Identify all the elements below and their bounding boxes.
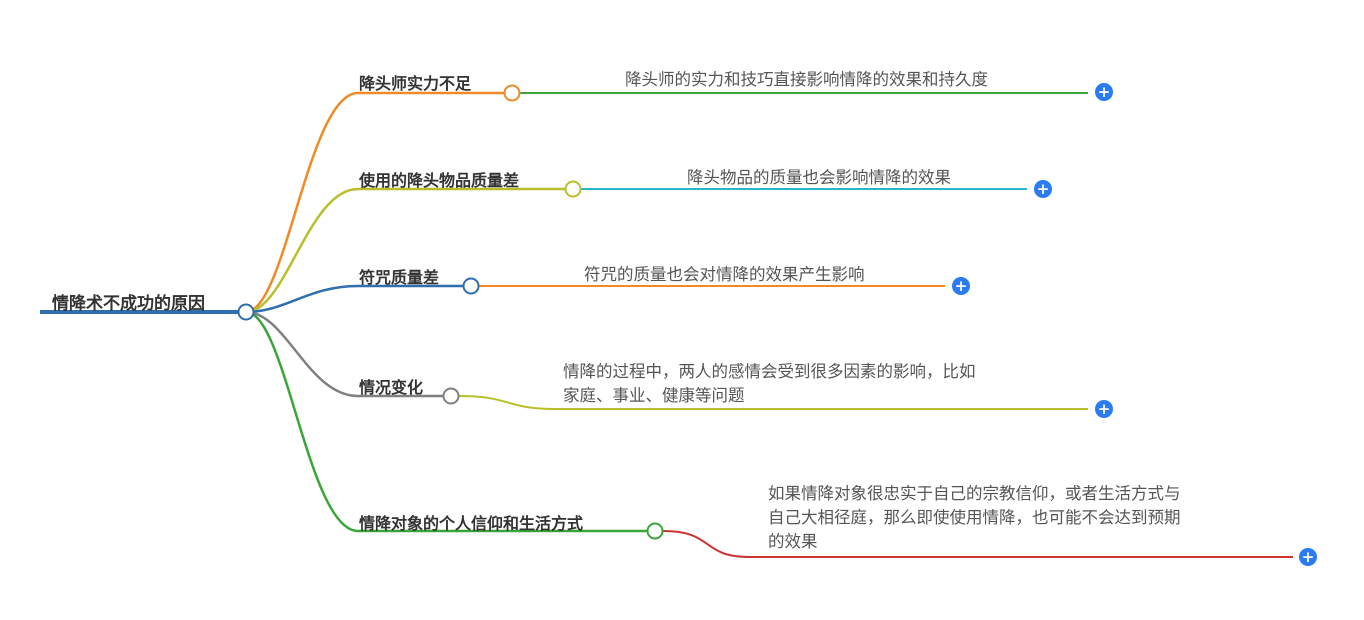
leaf-1-line-1: 降头师的实力和技巧直接影响情降的效果和持久度 — [625, 70, 988, 89]
expand-button-1[interactable]: + — [1095, 83, 1113, 101]
branch-node-1 — [503, 84, 521, 102]
branch-curve-4 — [245, 310, 359, 398]
expand-button-2[interactable]: + — [1034, 180, 1052, 198]
leaf-4-line-2: 家庭、事业、健康等问题 — [563, 386, 745, 405]
leaf-text-1[interactable]: 降头师的实力和技巧直接影响情降的效果和持久度 — [625, 68, 988, 92]
expand-button-5[interactable]: + — [1299, 548, 1317, 566]
branch-label-4[interactable]: 情况变化 — [359, 378, 424, 397]
expand-button-4[interactable]: + — [1095, 400, 1113, 418]
leaf-connector-4 — [458, 395, 1088, 410]
leaf-5-line-2: 自己大相径庭，那么即使使用情降，也可能不会达到预期 — [768, 508, 1181, 527]
branch-node-3 — [462, 277, 480, 295]
branch-label-1[interactable]: 降头师实力不足 — [359, 74, 472, 93]
leaf-text-2[interactable]: 降头物品的质量也会影响情降的效果 — [687, 166, 951, 190]
leaf-3-line-1: 符咒的质量也会对情降的效果产生影响 — [584, 265, 865, 284]
leaf-connector-5 — [662, 530, 1293, 558]
expand-button-3[interactable]: + — [952, 277, 970, 295]
leaf-text-3[interactable]: 符咒的质量也会对情降的效果产生影响 — [584, 263, 865, 287]
branch-curve-5 — [245, 310, 359, 533]
root-node-circle — [237, 303, 255, 321]
branch-node-4 — [442, 387, 460, 405]
branch-label-3[interactable]: 符咒质量差 — [359, 268, 440, 287]
leaf-2-line-1: 降头物品的质量也会影响情降的效果 — [687, 168, 951, 187]
leaf-text-5[interactable]: 如果情降对象很忠实于自己的宗教信仰，或者生活方式与 自己大相径庭，那么即使使用情… — [768, 482, 1181, 554]
branch-label-2[interactable]: 使用的降头物品质量差 — [359, 171, 520, 190]
branch-node-5 — [646, 522, 664, 540]
branch-label-5[interactable]: 情降对象的个人信仰和生活方式 — [359, 514, 584, 533]
branch-curve-2 — [245, 187, 359, 314]
leaf-text-4[interactable]: 情降的过程中，两人的感情会受到很多因素的影响，比如 家庭、事业、健康等问题 — [563, 360, 976, 408]
branch-node-2 — [564, 180, 582, 198]
branch-curve-1 — [245, 91, 359, 314]
leaf-4-line-1: 情降的过程中，两人的感情会受到很多因素的影响，比如 — [563, 362, 976, 381]
leaf-5-line-1: 如果情降对象很忠实于自己的宗教信仰，或者生活方式与 — [768, 484, 1181, 503]
root-node-label[interactable]: 情降术不成功的原因 — [52, 294, 205, 314]
branch-curve-3 — [245, 284, 359, 314]
leaf-5-line-3: 的效果 — [768, 532, 818, 551]
